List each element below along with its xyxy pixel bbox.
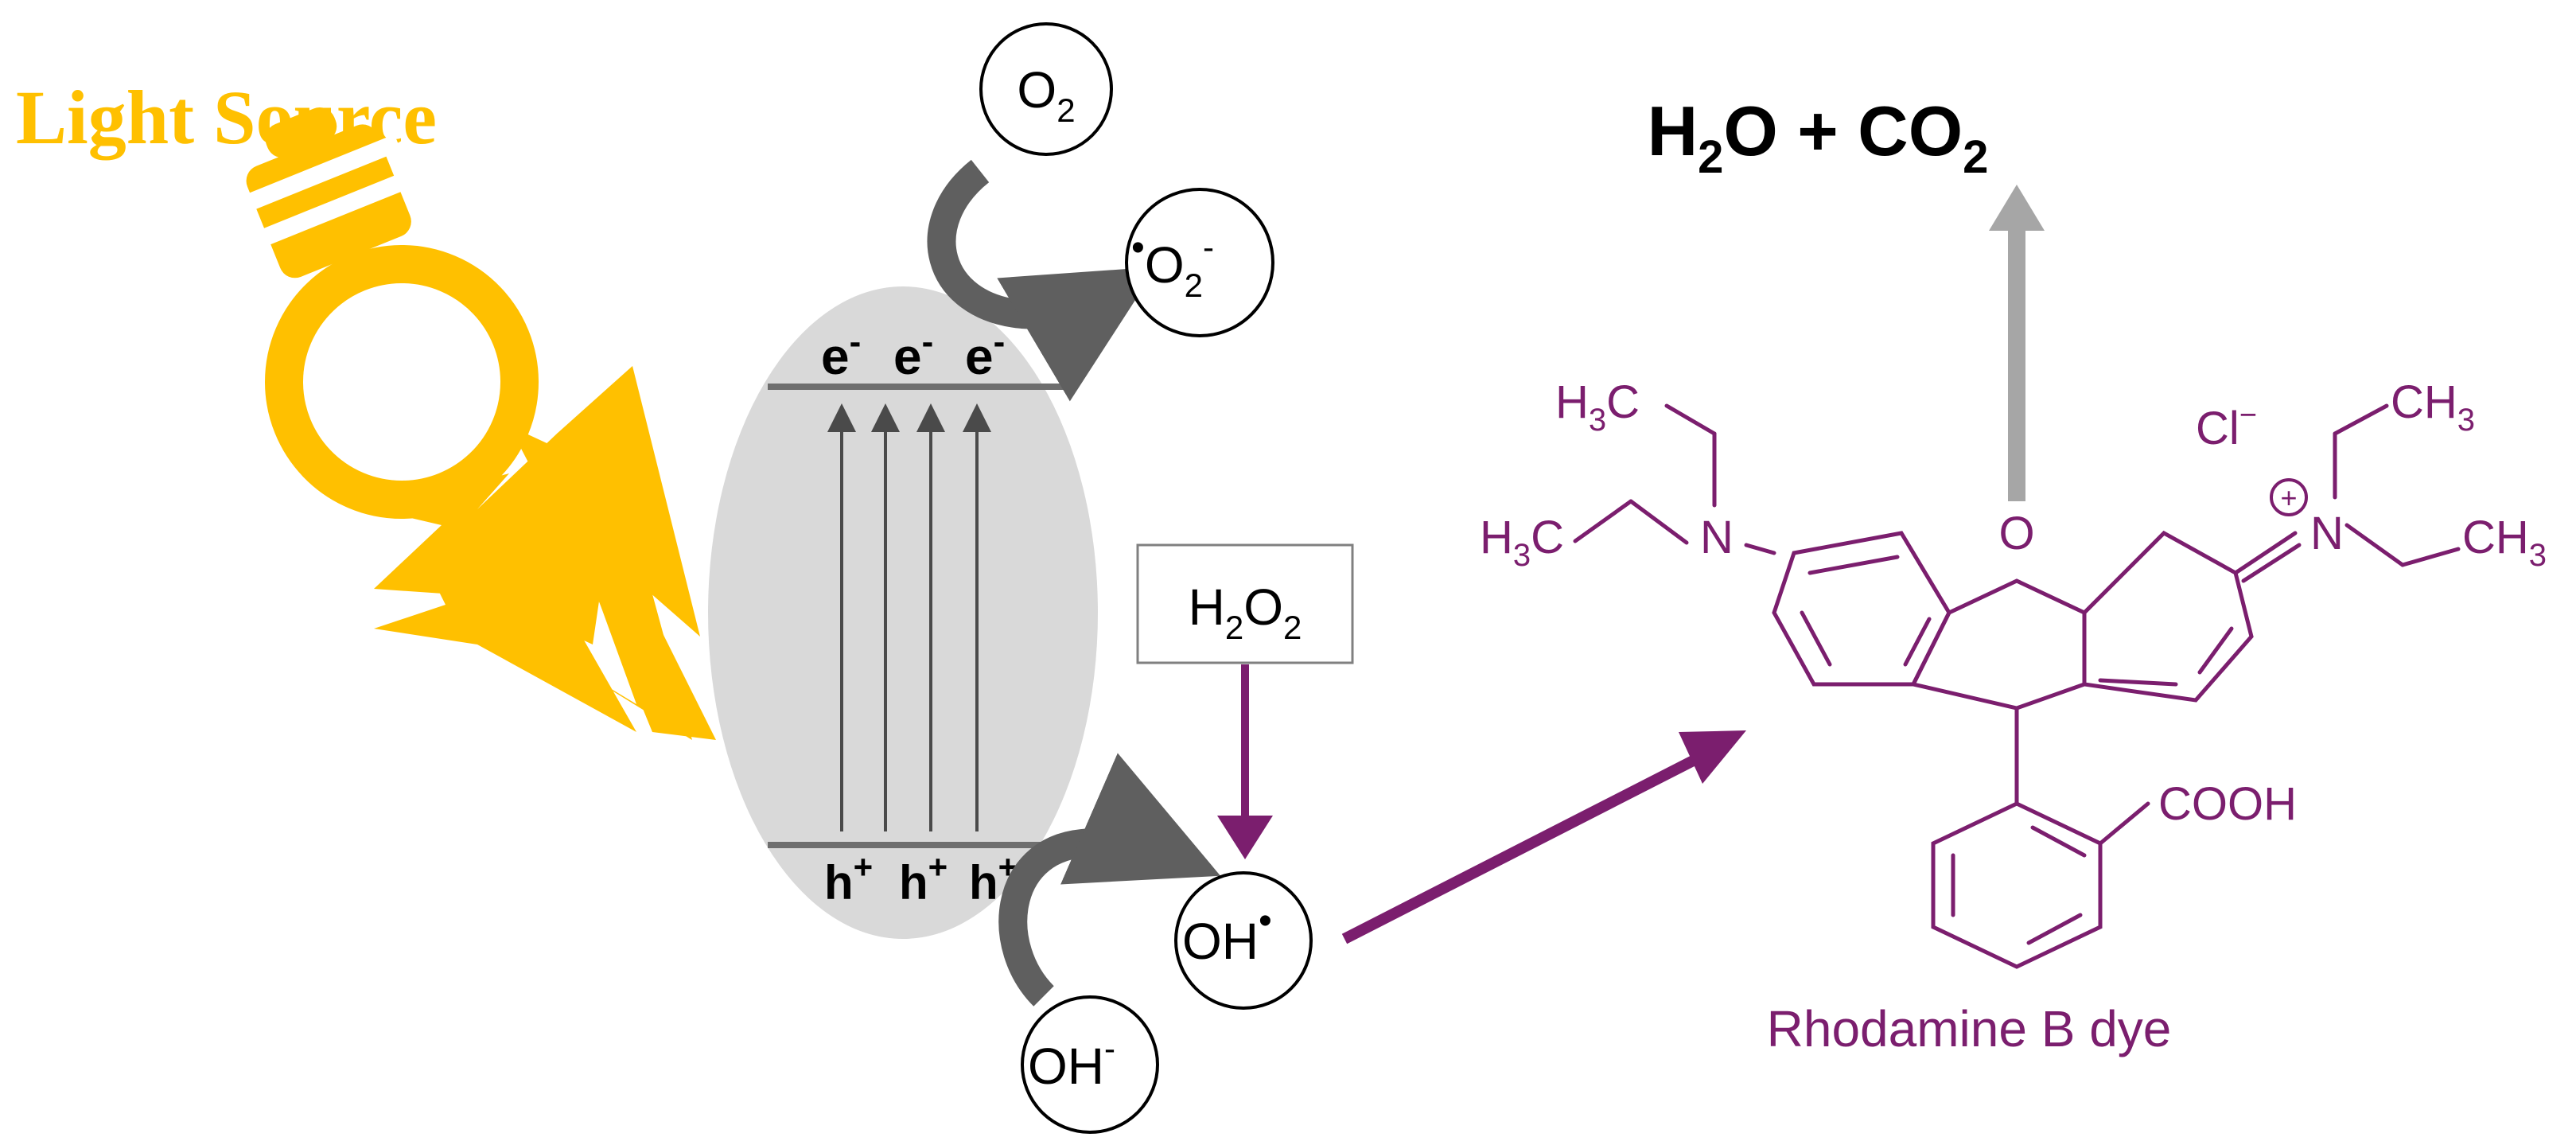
svg-text:e-: e- <box>893 322 933 385</box>
svg-text:h+: h+ <box>899 848 948 909</box>
svg-text:N: N <box>2310 508 2344 559</box>
svg-text:e-: e- <box>821 322 861 385</box>
oxygen-circle <box>979 22 1113 156</box>
hydroxide-circle <box>1021 995 1159 1134</box>
svg-text:+: + <box>2280 481 2297 514</box>
svg-text:COOH: COOH <box>2158 778 2297 830</box>
rhodamine-b-atoms: O N N + COOH Cl− H3C H3C CH3 CH3 <box>1480 376 2547 830</box>
superoxide-circle <box>1125 188 1274 337</box>
svg-text:CH3: CH3 <box>2462 512 2547 573</box>
svg-text:H3C: H3C <box>1480 512 1564 573</box>
oxygen-reduction-arrow <box>927 159 1157 402</box>
svg-text:CH3: CH3 <box>2391 376 2475 438</box>
peroxide-label: H2O2 <box>1189 578 1302 646</box>
oxygen-label: O2 <box>1017 61 1075 129</box>
attack-arrow <box>1341 730 1746 944</box>
svg-text:O: O <box>1998 508 2034 559</box>
rhodamine-b-structure <box>1573 403 2461 969</box>
svg-text:h+: h+ <box>969 848 1018 909</box>
peroxide-arrow <box>1217 664 1273 859</box>
electrons-label: e- e- e- <box>821 322 1005 385</box>
hydroxide-label: OH- <box>1028 1030 1115 1095</box>
product-arrow <box>1989 185 2045 501</box>
holes-label: h+ h+ h+ <box>824 848 1018 909</box>
hydroxyl-radical-circle <box>1174 871 1313 1010</box>
products-label: H2O + CO2 <box>1648 92 1989 183</box>
superoxide-label: •O2- <box>1131 227 1214 304</box>
peroxide-box <box>1136 543 1354 664</box>
hydroxyl-radical-label: OH• <box>1182 900 1272 970</box>
semiconductor-particle <box>708 286 1098 939</box>
molecule-name: Rhodamine B dye <box>1767 1000 2172 1057</box>
svg-text:h+: h+ <box>824 848 873 909</box>
electron-excitation-arrows <box>827 403 991 831</box>
lightning-bolts-icon <box>374 366 716 740</box>
svg-text:Cl−: Cl− <box>2196 399 2257 454</box>
hydroxide-oxidation-arrow <box>998 753 1221 1007</box>
svg-text:N: N <box>1700 512 1734 563</box>
svg-text:H3C: H3C <box>1555 376 1640 438</box>
